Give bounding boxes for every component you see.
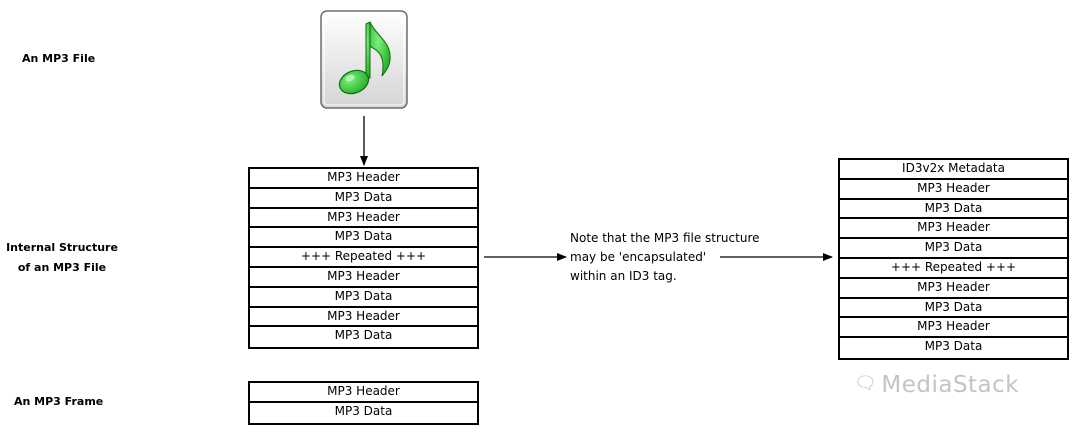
id3-cell: +++ Repeated +++ [840, 259, 1067, 279]
music-note-icon [320, 10, 408, 109]
id3-cell: MP3 Header [840, 219, 1067, 240]
note-line-2: may be 'encapsulated' [570, 250, 707, 264]
structure-cell: MP3 Data [250, 228, 477, 249]
structure-cell: MP3 Data [334, 328, 393, 343]
id3-cell: MP3 Data [840, 239, 1067, 259]
internal-structure-line2: of an MP3 File [17, 261, 107, 274]
structure-cell: MP3 Header [250, 169, 477, 189]
encapsulation-note: Note that the MP3 file structure may be … [570, 229, 770, 286]
id3-cell: MP3 Header [840, 318, 1067, 339]
structure-cell: +++ Repeated +++ [250, 248, 477, 268]
id3-cell: MP3 Data [840, 200, 1067, 220]
internal-structure-line1: Internal Structure [6, 241, 118, 254]
id3-cell: ID3v2x Metadata [840, 160, 1067, 180]
id3-cell: MP3 Header [840, 180, 1067, 200]
id3-cell: MP3 Data [840, 299, 1067, 319]
id3-cell: MP3 Header [840, 279, 1067, 299]
chat-bubble-icon: 🗨︎ [854, 373, 878, 394]
structure-cell: MP3 Data [250, 288, 477, 308]
id3-cell: MP3 Data [924, 339, 983, 354]
frame-cell: MP3 Header [250, 383, 477, 403]
watermark: 🗨︎MediaStack [854, 372, 1019, 398]
watermark-text: MediaStack [881, 372, 1020, 398]
structure-cell: MP3 Header [250, 268, 477, 288]
structure-cell: MP3 Data [250, 189, 477, 209]
note-line-1: Note that the MP3 file structure [570, 231, 760, 245]
internal-structure-label: Internal Structure of an MP3 File [0, 238, 124, 278]
mp3-file-label: An MP3 File [22, 52, 96, 65]
note-line-3: within an ID3 tag. [570, 269, 677, 283]
structure-cell: MP3 Header [250, 308, 477, 328]
mp3-frame-label: An MP3 Frame [14, 395, 104, 408]
frame-cell: MP3 Data [334, 403, 393, 418]
structure-cell: MP3 Header [250, 209, 477, 229]
